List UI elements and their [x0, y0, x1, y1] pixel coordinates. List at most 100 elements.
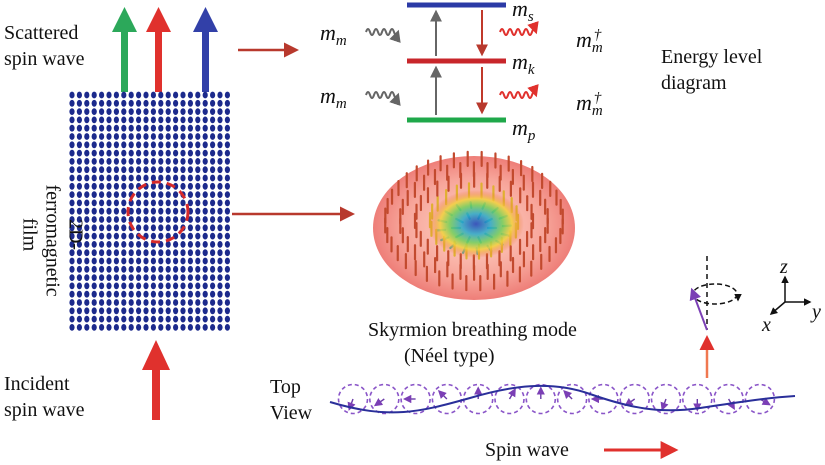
film-spin-dot	[217, 149, 223, 157]
energy-label-line1: Energy level	[661, 46, 763, 68]
film-spin-dot	[180, 174, 186, 182]
film-spin-dot	[165, 324, 171, 331]
film-spin-dot	[136, 149, 142, 157]
film-spin-dot	[69, 241, 75, 248]
film-spin-dot	[224, 116, 230, 124]
film-spin-dot	[136, 207, 142, 215]
film-spin-dot	[69, 166, 75, 174]
film-spin-dot	[202, 91, 208, 99]
film-spin-dot	[113, 199, 119, 207]
film-spin-dot	[91, 149, 97, 157]
film-spin-dot	[76, 166, 82, 174]
film-spin-dot	[165, 174, 171, 182]
level-mp-symbol: m	[512, 115, 528, 140]
film-spin-dot	[195, 199, 201, 207]
film-spin-dot	[165, 91, 171, 99]
film-spin-dot	[173, 174, 179, 182]
outgoing-magnon-wiggle-bottom	[499, 83, 539, 99]
film-spin-dot	[217, 174, 223, 182]
film-spin-dot	[136, 315, 142, 323]
film-spin-dot	[165, 199, 171, 207]
film-spin-dot	[195, 149, 201, 157]
film-spin-dot	[143, 274, 149, 281]
film-spin-dot	[106, 324, 112, 331]
film-spin-dot	[76, 216, 82, 223]
film-spin-dot	[217, 99, 223, 107]
top-view-spin-arrow	[563, 390, 573, 400]
film-spin-dot	[136, 307, 142, 315]
film-spin-dot	[165, 216, 171, 223]
film-spin-dot	[187, 224, 193, 232]
film-spin-dot	[224, 282, 230, 290]
film-spin-dot	[84, 324, 90, 331]
film-spin-dot	[187, 166, 193, 174]
film-spin-dot	[136, 282, 142, 290]
film-spin-dot	[91, 166, 97, 174]
skyrmion-illustration	[373, 150, 575, 300]
film-spin-dot	[173, 116, 179, 124]
film-spin-dot	[158, 224, 164, 232]
film-spin-dot	[99, 124, 105, 132]
film-spin-dot	[121, 141, 127, 149]
film-spin-dot	[91, 216, 97, 223]
film-spin-dot	[76, 141, 82, 149]
film-spin-dot	[113, 124, 119, 132]
film-spin-dot	[195, 290, 201, 298]
film-spin-dot	[76, 149, 82, 157]
film-spin-dot	[128, 166, 134, 174]
film-spin-dot	[136, 224, 142, 232]
outgoing-bottom-symbol: m	[576, 90, 592, 115]
film-spin-dot	[173, 133, 179, 140]
film-spin-dot	[99, 149, 105, 157]
film-spin-dot	[136, 99, 142, 107]
film-spin-dot	[113, 232, 119, 240]
film-spin-dot	[136, 216, 142, 223]
film-spin-dot	[158, 315, 164, 323]
film-spin-dot	[128, 91, 134, 99]
film-spin-dot	[158, 249, 164, 257]
film-spin-dot	[143, 174, 149, 182]
film-spin-dot	[165, 315, 171, 323]
film-spin-dot	[210, 182, 216, 190]
film-spin-dot	[224, 166, 230, 174]
outgoing-top-sub: m	[591, 40, 603, 56]
film-spin-dot	[217, 116, 223, 124]
film-spin-dot	[158, 182, 164, 190]
film-spin-dot	[210, 324, 216, 331]
film-spin-dot	[69, 158, 75, 165]
film-spin-dot	[143, 307, 149, 315]
film-spin-dot	[187, 133, 193, 140]
film-spin-dot	[150, 133, 156, 140]
film-spin-dot	[195, 174, 201, 182]
film-spin-dot	[158, 265, 164, 273]
film-spin-dot	[91, 91, 97, 99]
film-spin-dot	[195, 166, 201, 174]
film-spin-dot	[76, 116, 82, 124]
film-spin-dot	[121, 299, 127, 306]
film-spin-dot	[128, 116, 134, 124]
level-ms-symbol: m	[512, 0, 528, 21]
film-spin-dot	[128, 274, 134, 281]
film-spin-dot	[143, 241, 149, 248]
film-spin-dot	[187, 91, 193, 99]
film-spin-dot	[113, 191, 119, 199]
film-spin-dot	[91, 307, 97, 315]
film-spin-dot	[143, 133, 149, 140]
film-spin-dot	[187, 274, 193, 281]
film-spin-dot	[158, 324, 164, 331]
film-spin-dot	[165, 207, 171, 215]
top-view-spin-circle	[619, 383, 651, 415]
film-spin-dot	[91, 182, 97, 190]
film-spin-dot	[224, 207, 230, 215]
top-view-label-line2: View	[270, 402, 313, 424]
film-spin-dot	[76, 199, 82, 207]
film-spin-dot	[210, 257, 216, 265]
top-view-spin-arrow	[437, 390, 448, 400]
film-spin-dot	[187, 141, 193, 149]
film-spin-dot	[224, 133, 230, 140]
film-spin-dot	[217, 274, 223, 281]
film-spin-dot	[84, 249, 90, 257]
film-spin-dot	[76, 249, 82, 257]
film-spin-dot	[224, 108, 230, 115]
precession-cone	[689, 256, 742, 331]
